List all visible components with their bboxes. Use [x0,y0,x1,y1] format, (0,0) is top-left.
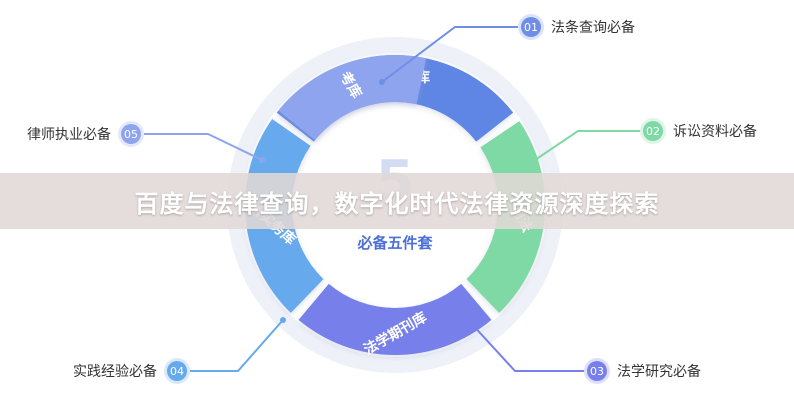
callout-number-badge-03 [587,361,607,381]
callout-number-01: 01 [524,21,538,34]
connector-line-03 [469,321,584,372]
callout-number-badge-04 [167,361,187,381]
callout-number-03: 03 [590,365,604,378]
callout-number-02: 02 [646,125,660,138]
callout-number-badge-05 [121,124,141,144]
callout-label-01: 法条查询必备 [551,19,635,36]
callout-label-03: 法学研究必备 [617,363,701,380]
connector-line-04 [190,319,284,372]
connector-dot-03 [467,319,473,325]
callouts: 01 法条查询必备 02 诉讼资料必备 03 法学研究必备 04 实践经验必备 05 律师执业必备 [27,14,757,384]
callout-number-05: 05 [124,128,138,141]
connector-dot-05 [259,157,265,163]
callout-number-04: 04 [170,365,184,378]
connector-line-05 [144,133,263,161]
ring-segment-3 [298,283,492,356]
connector-line-02 [534,130,640,161]
callout-label-04: 实践经验必备 [73,363,157,380]
callout-connectors [144,26,640,372]
callout-label-02: 诉讼资料必备 [673,123,757,140]
title-banner: 百度与法律查询，数字化时代法律资源深度探索 [0,173,794,229]
connector-dot-04 [280,317,286,323]
callout-number-badge-01 [521,17,541,37]
callout-label-05: 律师执业必备 [27,126,111,143]
banner-title: 百度与法律查询，数字化时代法律资源深度探索 [134,189,660,218]
callout-number-badge-02 [643,121,663,141]
center-subtitle: 必备五件套 [356,234,433,252]
connector-line-01 [381,26,518,83]
connector-dot-02 [532,157,538,163]
connector-dot-01 [379,79,385,85]
